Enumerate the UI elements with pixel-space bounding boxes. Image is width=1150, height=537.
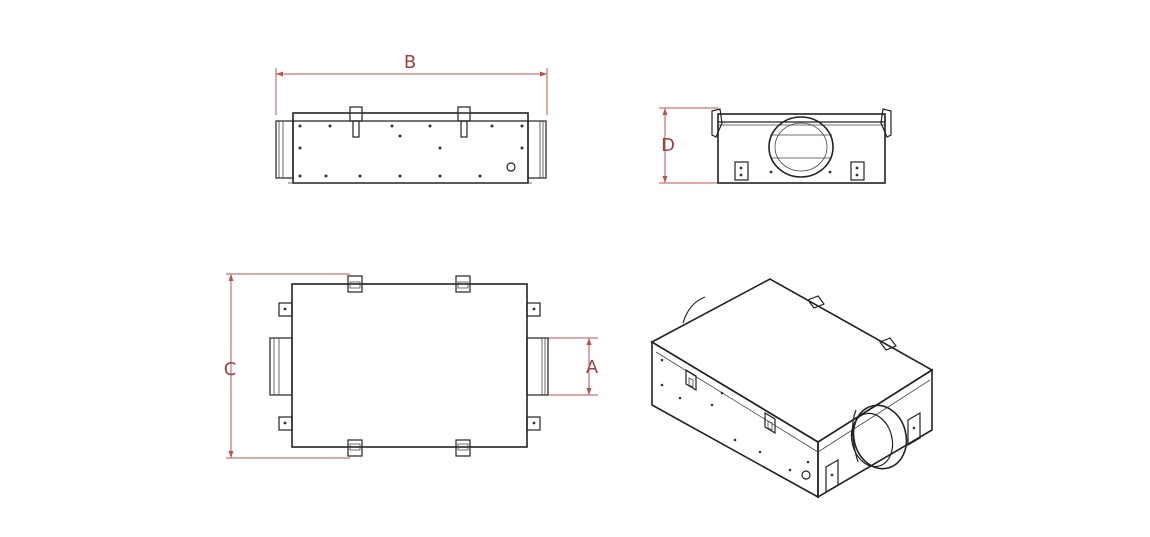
dimension-b: B xyxy=(275,52,548,115)
dimension-c: C xyxy=(224,273,350,459)
dimension-c-label: C xyxy=(224,359,237,380)
plan-view: C A xyxy=(224,273,599,459)
side-elevation-view: D xyxy=(659,107,892,184)
dimension-d-label: D xyxy=(661,135,675,156)
plan-latches xyxy=(347,275,471,457)
isometric-view xyxy=(650,278,934,499)
front-elevation-view: B xyxy=(275,52,548,184)
iso-duct-collar xyxy=(850,404,908,470)
dimension-a: A xyxy=(548,337,599,396)
latch-right xyxy=(457,106,471,138)
dimension-d: D xyxy=(659,107,718,184)
latch-left xyxy=(349,106,363,138)
dimension-a-label: A xyxy=(586,357,599,378)
dimension-b-label: B xyxy=(404,52,416,73)
duct-collar xyxy=(768,116,834,178)
